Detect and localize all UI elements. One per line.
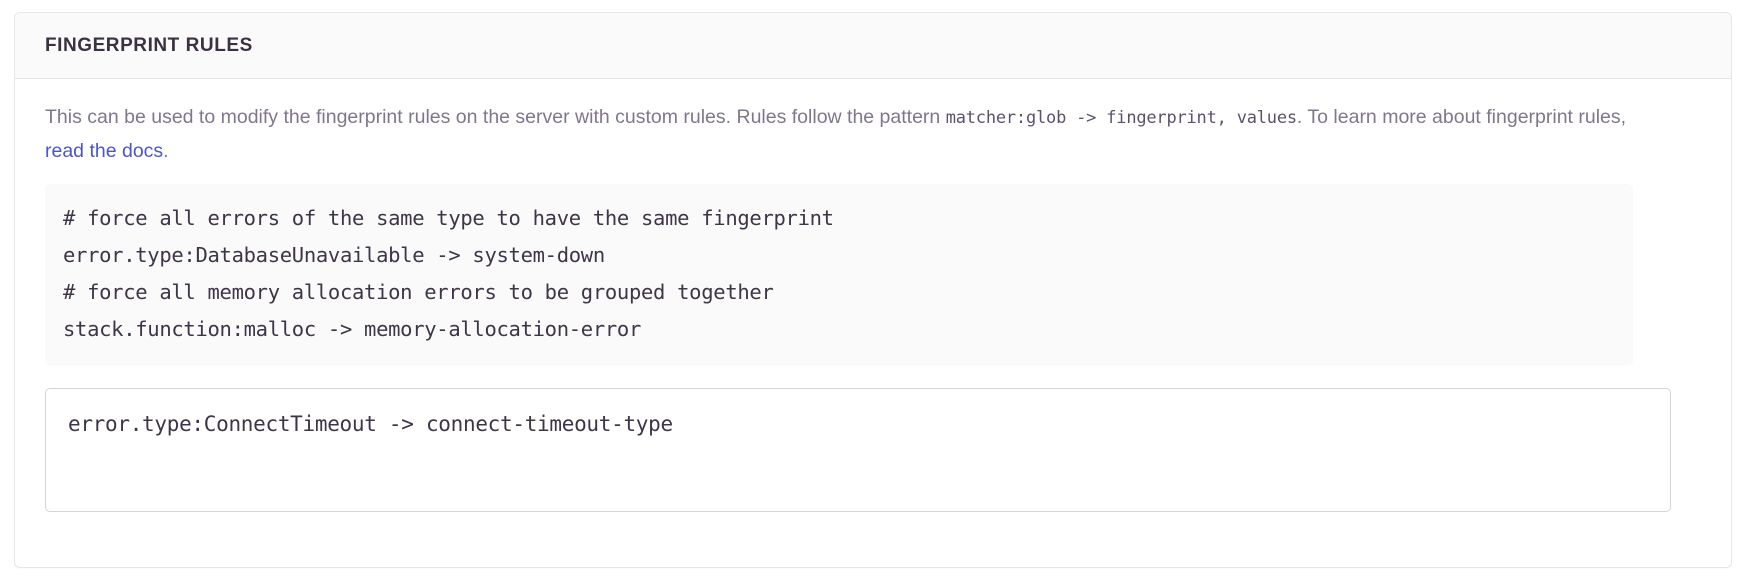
card-header: FINGERPRINT RULES <box>15 13 1731 79</box>
code-example-block: # force all errors of the same type to h… <box>45 183 1633 366</box>
description-part-1: This can be used to modify the fingerpri… <box>45 105 946 128</box>
fingerprint-rules-card: FINGERPRINT RULES This can be used to mo… <box>14 12 1732 568</box>
inline-code-pattern: matcher:glob -> fingerprint, values <box>945 107 1297 128</box>
description-part-3: . <box>163 139 169 162</box>
card-body: This can be used to modify the fingerpri… <box>15 78 1731 538</box>
description-part-2: . To learn more about fingerprint rules, <box>1296 105 1627 128</box>
read-the-docs-link[interactable]: read the docs <box>45 139 164 162</box>
fingerprint-rules-input[interactable] <box>45 387 1671 512</box>
card-title: FINGERPRINT RULES <box>45 35 253 56</box>
description-text: This can be used to modify the fingerpri… <box>45 101 1665 168</box>
